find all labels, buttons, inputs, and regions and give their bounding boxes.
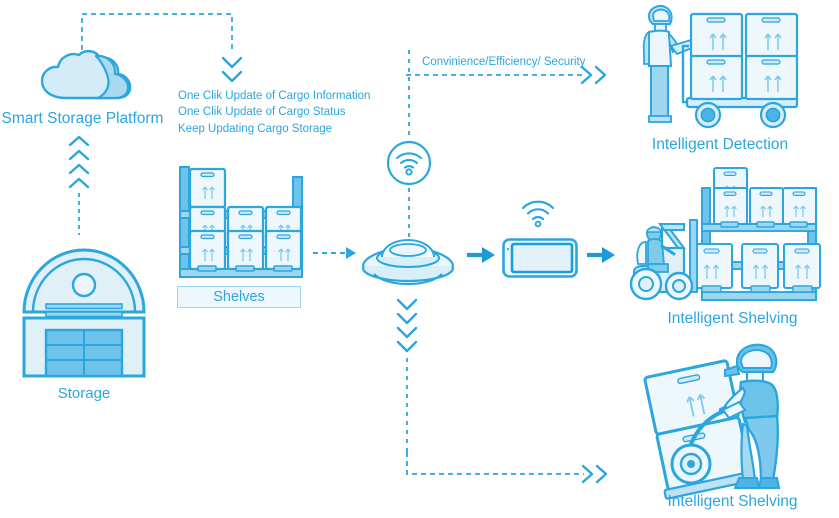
worker-with-cart-icon [625, 4, 815, 132]
connector-storage-to-cloud [62, 135, 102, 240]
connector-gateway-down [392, 296, 428, 456]
intelligent-detection-label: Intelligent Detection [651, 136, 789, 153]
cloud-icon [36, 50, 136, 102]
wifi-circle-icon [385, 139, 433, 187]
feature-line-1: One Clik Update of Cargo Information [178, 90, 371, 102]
storage-label: Storage [57, 385, 111, 402]
connector-tablet-to-output [586, 245, 618, 265]
feature-line-3: Keep Updating Cargo Storage [178, 122, 333, 135]
worker-with-handtruck-icon [625, 340, 817, 500]
connector-shelves-to-gateway [313, 243, 361, 263]
shelves-label: Shelves [213, 289, 265, 305]
benefits-label: Convinience/Efficiency/ Security [422, 56, 586, 68]
shelving-rack-icon [176, 163, 306, 281]
intelligent-shelving-handtruck-label: Intelligent Shelving [667, 493, 798, 510]
connector-gateway-to-detection [406, 64, 618, 86]
saucer-gateway-icon [360, 228, 456, 286]
connector-gateway-vertical [406, 50, 412, 240]
shelves-label-box: Shelves [177, 286, 301, 308]
tablet-icon[interactable] [502, 238, 578, 278]
connector-gateway-to-tablet [466, 245, 498, 265]
intelligent-shelving-forklift-label: Intelligent Shelving [667, 310, 798, 327]
cloud-label: Smart Storage Platform [1, 110, 164, 127]
forklift-and-rack-icon [622, 167, 822, 308]
cloud-features-text: One Clik Update of Cargo Information One… [178, 88, 370, 137]
connector-cloud-to-features [60, 0, 260, 100]
feature-line-2: One Clik Update of Cargo Status [178, 106, 346, 119]
warehouse-icon [18, 238, 150, 380]
wifi-signal-icon [520, 200, 556, 228]
connector-gateway-to-handtruck [398, 452, 618, 488]
